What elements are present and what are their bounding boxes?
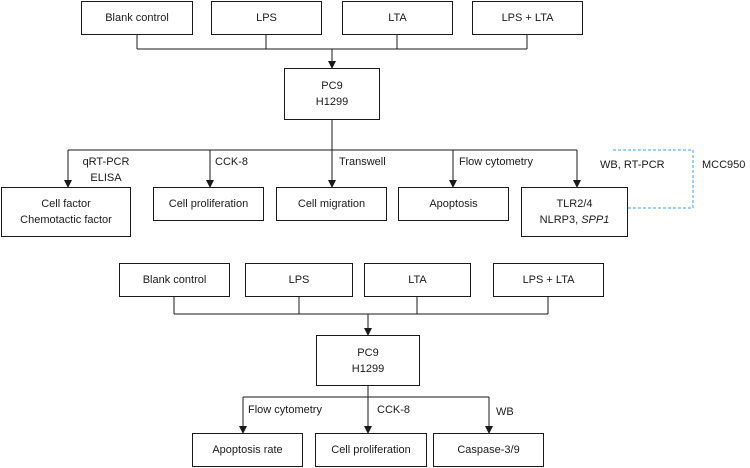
outcome-nlrp3: NLRP3, (539, 214, 582, 226)
outcome-label: Caspase-3/9 (457, 444, 520, 456)
bottom-method-flow-cytometry: Flow cytometry (248, 404, 322, 416)
group-box-lps-lta: LPS + LTA (472, 1, 583, 35)
inhibitor-dashed-link (613, 149, 694, 209)
group-label: LPS (288, 274, 310, 286)
outcome-box-caspase: Caspase-3/9 (433, 433, 544, 467)
outcome-box-cell-migration: Cell migration (276, 187, 387, 221)
group-label: Blank control (105, 12, 169, 24)
outcome-chemotactic-factor: Chemotactic factor (20, 214, 112, 226)
cell-line-pc9: PC9 (357, 346, 379, 359)
outcome-label: Cell migration (297, 198, 366, 210)
cell-line-h1299: H1299 (351, 362, 385, 375)
bottom-method-wb: WB (496, 406, 514, 418)
outcome-label: Apoptosis (429, 198, 478, 210)
outcome-label: Apoptosis rate (212, 444, 283, 456)
outcome-nlrp3-spp1: NLRP3, SPP1 (540, 212, 610, 228)
method-transwell: Transwell (339, 156, 386, 168)
method-cck8: CCK-8 (215, 156, 249, 168)
bottom-group-box-lps: LPS (245, 263, 353, 297)
outcome-label: Cell proliferation (331, 444, 411, 456)
outcome-box-apoptosis-rate: Apoptosis rate (192, 433, 303, 467)
cell-line-h1299: H1299 (315, 96, 349, 108)
bottom-group-box-blank-control: Blank control (119, 263, 230, 297)
outcome-label: Cell proliferation (168, 198, 249, 210)
outcome-box-tlr: TLR2/4 NLRP3, SPP1 (521, 187, 628, 237)
cell-lines-box: PC9 H1299 (284, 68, 380, 120)
method-wb-rtpcr: WB, RT-PCR (600, 159, 665, 171)
bottom-outcome-box-cell-proliferation: Cell proliferation (315, 433, 427, 467)
outcome-tlr24: TLR2/4 (556, 198, 593, 210)
bottom-group-box-lps-lta: LPS + LTA (493, 263, 604, 297)
group-label: Blank control (142, 274, 207, 286)
group-box-blank-control: Blank control (81, 1, 193, 35)
method-label-qrtpcr-elisa: qRT-PCR ELISA (76, 154, 136, 186)
group-label: LPS (256, 12, 277, 24)
method-qrtpcr: qRT-PCR (82, 156, 130, 168)
group-box-lta: LTA (342, 1, 453, 35)
group-label: LTA (408, 274, 427, 286)
group-label: LPS + LTA (501, 12, 554, 24)
bottom-group-box-lta: LTA (364, 263, 471, 297)
group-label: LPS + LTA (522, 274, 575, 286)
method-flow-cytometry: Flow cytometry (459, 156, 533, 168)
outcome-spp1: SPP1 (581, 214, 610, 226)
outcome-box-apoptosis: Apoptosis (398, 187, 509, 221)
method-elisa: ELISA (90, 172, 122, 184)
group-box-lps: LPS (211, 1, 322, 35)
outcome-cell-factor: Cell factor (41, 198, 91, 210)
inhibitor-label: MCC950 (702, 159, 746, 171)
bottom-method-cck8: CCK-8 (377, 404, 411, 416)
group-label: LTA (388, 12, 407, 24)
bottom-cell-lines-box: PC9 H1299 (316, 335, 420, 386)
outcome-box-cell-factor: Cell factor Chemotactic factor (1, 187, 131, 237)
cell-line-pc9: PC9 (321, 80, 343, 92)
outcome-box-cell-proliferation: Cell proliferation (153, 187, 264, 221)
